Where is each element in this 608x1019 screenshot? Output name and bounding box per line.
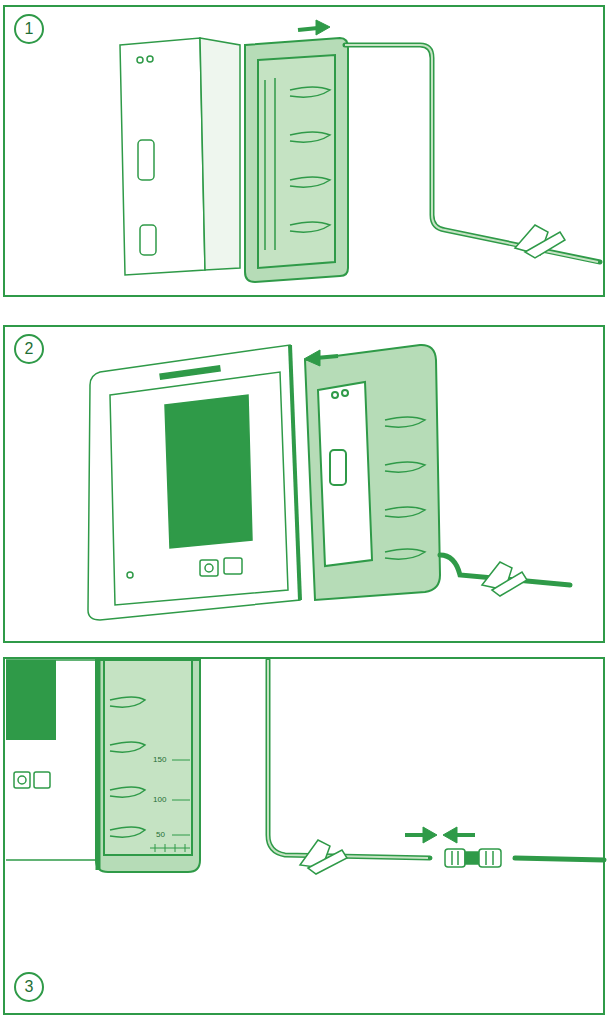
device-back <box>120 38 240 275</box>
device-partial <box>6 660 98 860</box>
tube-clamp <box>482 562 527 596</box>
step-number-circle: 2 <box>14 334 44 364</box>
tube-inner <box>345 45 598 262</box>
panel-frame <box>4 326 604 642</box>
panel-frame <box>4 658 604 1014</box>
tube-clamp <box>515 225 565 258</box>
panel-frame <box>4 6 604 296</box>
step-number: 2 <box>25 341 34 357</box>
step-number: 3 <box>25 979 34 995</box>
device-front <box>88 345 300 620</box>
tube <box>268 660 604 860</box>
canister <box>245 38 348 282</box>
direction-arrow <box>304 350 338 366</box>
scale-mark: 150 <box>152 756 167 764</box>
tube <box>345 45 600 262</box>
step-number: 1 <box>25 21 34 37</box>
step-number-circle: 3 <box>14 972 44 1002</box>
direction-arrow <box>298 20 330 35</box>
direction-arrow <box>405 827 475 843</box>
connector <box>445 849 501 867</box>
tube-clamp <box>300 840 347 874</box>
scale-mark: 50 <box>155 831 166 839</box>
canister <box>305 345 440 600</box>
step-number-circle: 1 <box>14 14 44 44</box>
canister <box>96 660 200 872</box>
tube-inner <box>268 660 428 858</box>
scale-mark: 100 <box>152 796 167 804</box>
